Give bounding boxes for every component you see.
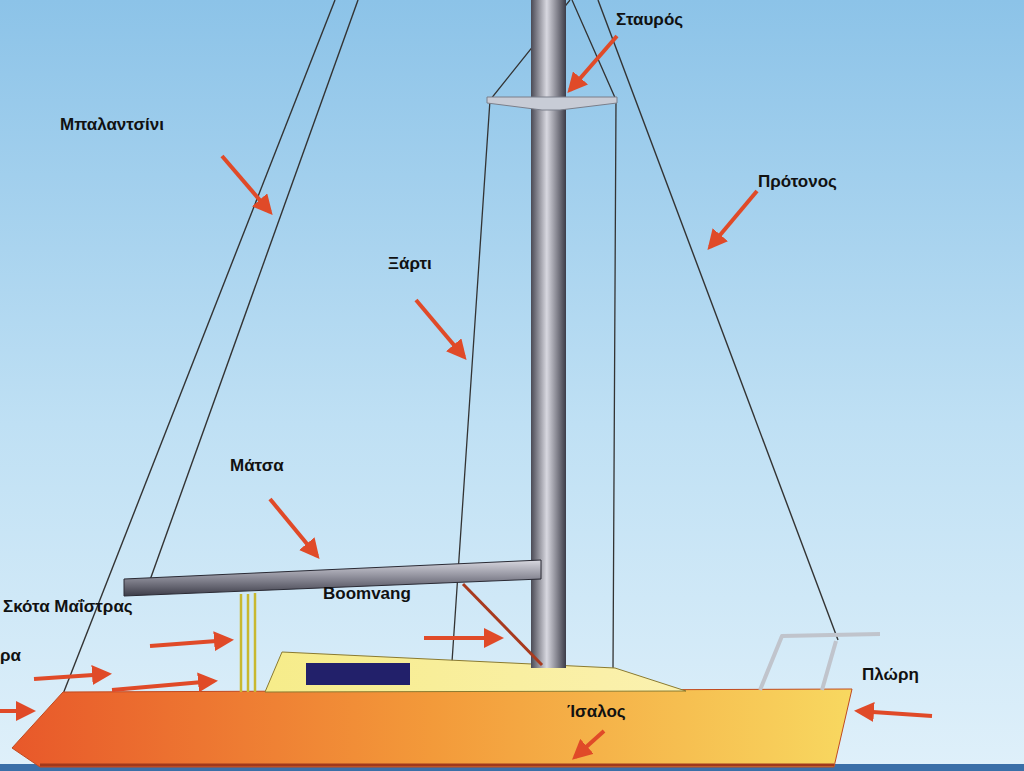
part-label: Μπαλαντσίνι xyxy=(60,115,164,135)
mainsheet xyxy=(241,593,255,692)
cabin-window xyxy=(306,663,410,685)
cabin xyxy=(265,652,686,692)
pointer-arrow xyxy=(0,36,932,757)
part-label: Πρότονος xyxy=(758,172,837,192)
part-label: Ξάρτι xyxy=(388,254,432,274)
part-label: Σκότα Μαΐστρας xyxy=(3,597,133,617)
waterline xyxy=(40,764,834,767)
part-label: Πλώρη xyxy=(862,665,919,685)
hull xyxy=(12,689,852,767)
part-label: Ίσαλος xyxy=(567,702,626,722)
part-label: Boomvang xyxy=(323,584,411,604)
part-label: ρα xyxy=(0,646,21,666)
boomvang xyxy=(463,584,542,665)
part-label: Μάτσα xyxy=(230,456,284,476)
forestay xyxy=(598,0,838,640)
spreader xyxy=(487,97,617,110)
part-label: Σταυρός xyxy=(616,10,683,30)
